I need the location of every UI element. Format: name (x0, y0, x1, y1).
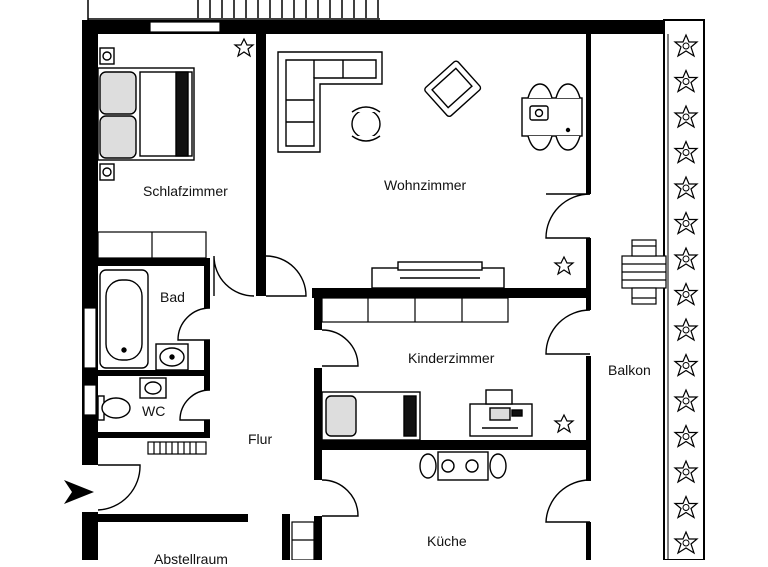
plant-icon (673, 68, 699, 93)
armchair-icon (424, 60, 482, 118)
plant-icon (673, 530, 699, 555)
plant-icon (673, 104, 699, 129)
room-label-balkon: Balkon (608, 362, 651, 378)
room-label-wc: WC (142, 403, 166, 419)
kitchen-cabinet (291, 521, 315, 560)
entrance-arrow-icon (64, 480, 94, 504)
room-label-kinderzimmer: Kinderzimmer (408, 350, 495, 366)
dining-table-icon (521, 83, 583, 151)
bed-icon (97, 47, 195, 181)
room-label-bad: Bad (160, 289, 185, 305)
plant-icon (553, 255, 575, 276)
wardrobe (97, 231, 207, 259)
dining-table-icon (419, 451, 507, 481)
balcony-plants (673, 33, 699, 555)
coffee-table (351, 106, 381, 142)
plant-icon (673, 175, 699, 200)
sofa-icon (277, 51, 383, 153)
room-label-schlafzimmer: Schlafzimmer (143, 183, 228, 199)
wc-sink (139, 377, 167, 399)
plant-icon (673, 33, 699, 58)
toilet-icon (97, 395, 131, 421)
walls (82, 20, 670, 560)
kids-wardrobe (321, 297, 509, 323)
plant-icon (673, 494, 699, 519)
room-label-wohnzimmer: Wohnzimmer (384, 177, 467, 193)
plant-icon (673, 281, 699, 306)
plant-icon (673, 246, 699, 271)
plant-icon (673, 317, 699, 342)
room-label-abstellraum: Abstellraum (154, 551, 228, 567)
plant-icon (673, 352, 699, 377)
room-label-kueche: Küche (427, 533, 467, 549)
tv-cabinet-icon (371, 261, 505, 289)
bed-icon (321, 391, 421, 441)
plant-icon (673, 210, 699, 235)
plant-icon (233, 37, 255, 58)
bathtub-icon (99, 269, 149, 369)
radiator-icon (147, 441, 207, 455)
desk-icon (469, 389, 533, 437)
plant-icon (673, 459, 699, 484)
top-terrace-railing (87, 0, 380, 20)
room-label-flur: Flur (248, 431, 273, 447)
plant-icon (553, 413, 575, 434)
balcony-lounger-icon (621, 239, 667, 305)
sink-icon (155, 343, 189, 371)
windows (83, 21, 221, 416)
plant-icon (673, 139, 699, 164)
plant-icon (673, 423, 699, 448)
doors (97, 193, 591, 523)
plant-icon (673, 388, 699, 413)
